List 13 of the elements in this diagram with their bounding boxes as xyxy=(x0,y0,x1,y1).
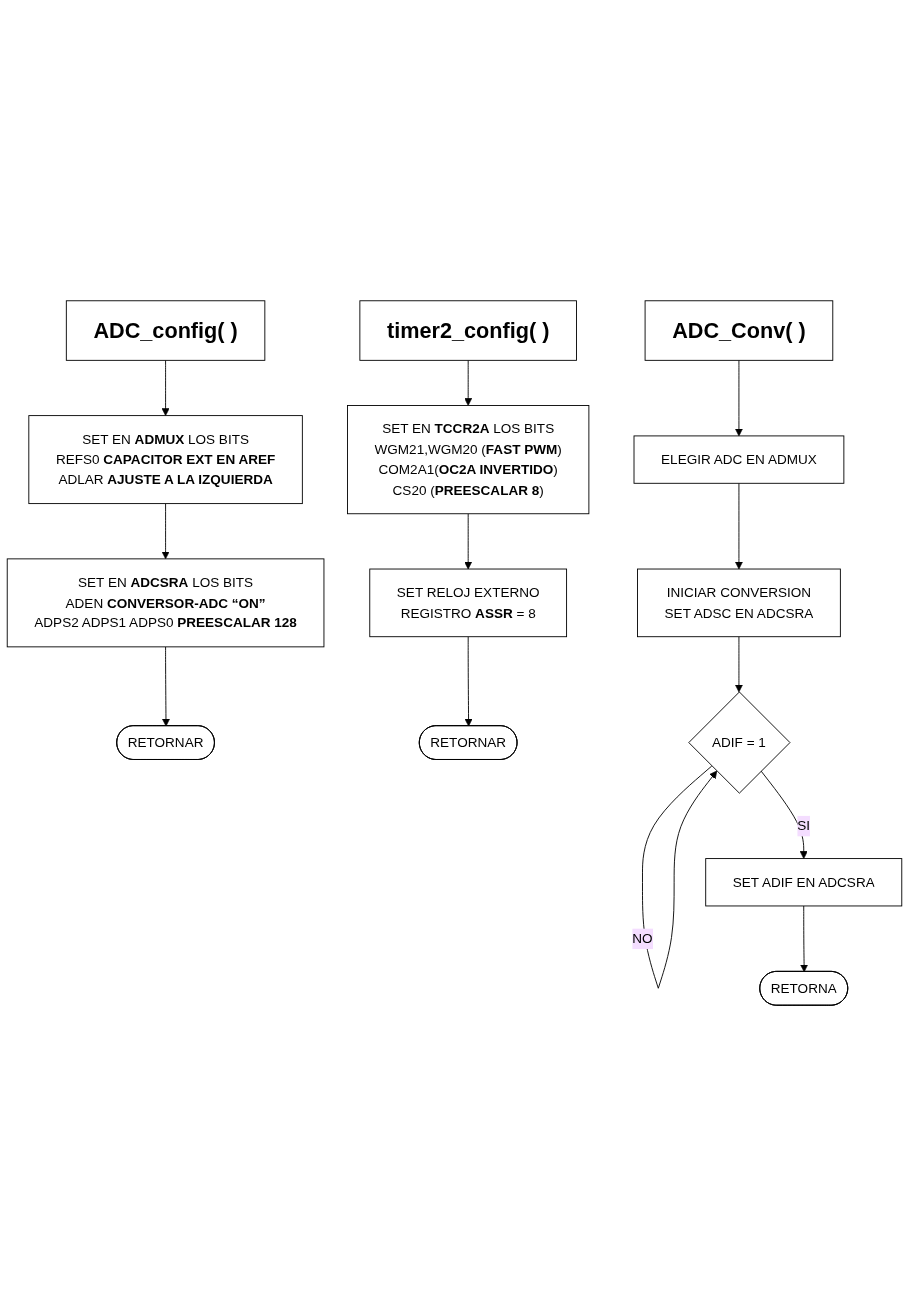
node-box: SET EN TCCR2A LOS BITS WGM21,WGM20 (FAST PWM) COM2A1(OC2A INVERTIDO) CS20 (PREESCALAR 8) xyxy=(347,405,590,515)
node-box: ADC_config( ) xyxy=(65,300,266,361)
node-diamond: ADIF = 1 xyxy=(688,691,791,794)
edge-label: SI xyxy=(797,817,811,833)
node-box: INICIAR CONVERSION SET ADSC EN ADCSRA xyxy=(637,568,841,638)
node-box: timer2_config( ) xyxy=(359,300,577,361)
node-box: SET RELOJ EXTERNO REGISTRO ASSR = 8 xyxy=(369,568,568,638)
node-box: ADC_Conv( ) xyxy=(644,300,834,361)
node-box: SET EN ADMUX LOS BITS REFS0 CAPACITOR EXT EN AREF ADLAR AJUSTE A LA IZQUIERDA xyxy=(28,415,303,505)
node-box: ELEGIR ADC EN ADMUX xyxy=(633,435,845,484)
edge-label: NO xyxy=(632,930,653,946)
node-box: SET ADIF EN ADCSRA xyxy=(705,858,903,907)
node-box: SET EN ADCSRA LOS BITS ADEN CONVERSOR-ADC “ON” ADPS2 ADPS1 ADPS0 PREESCALAR 128 xyxy=(6,558,325,648)
